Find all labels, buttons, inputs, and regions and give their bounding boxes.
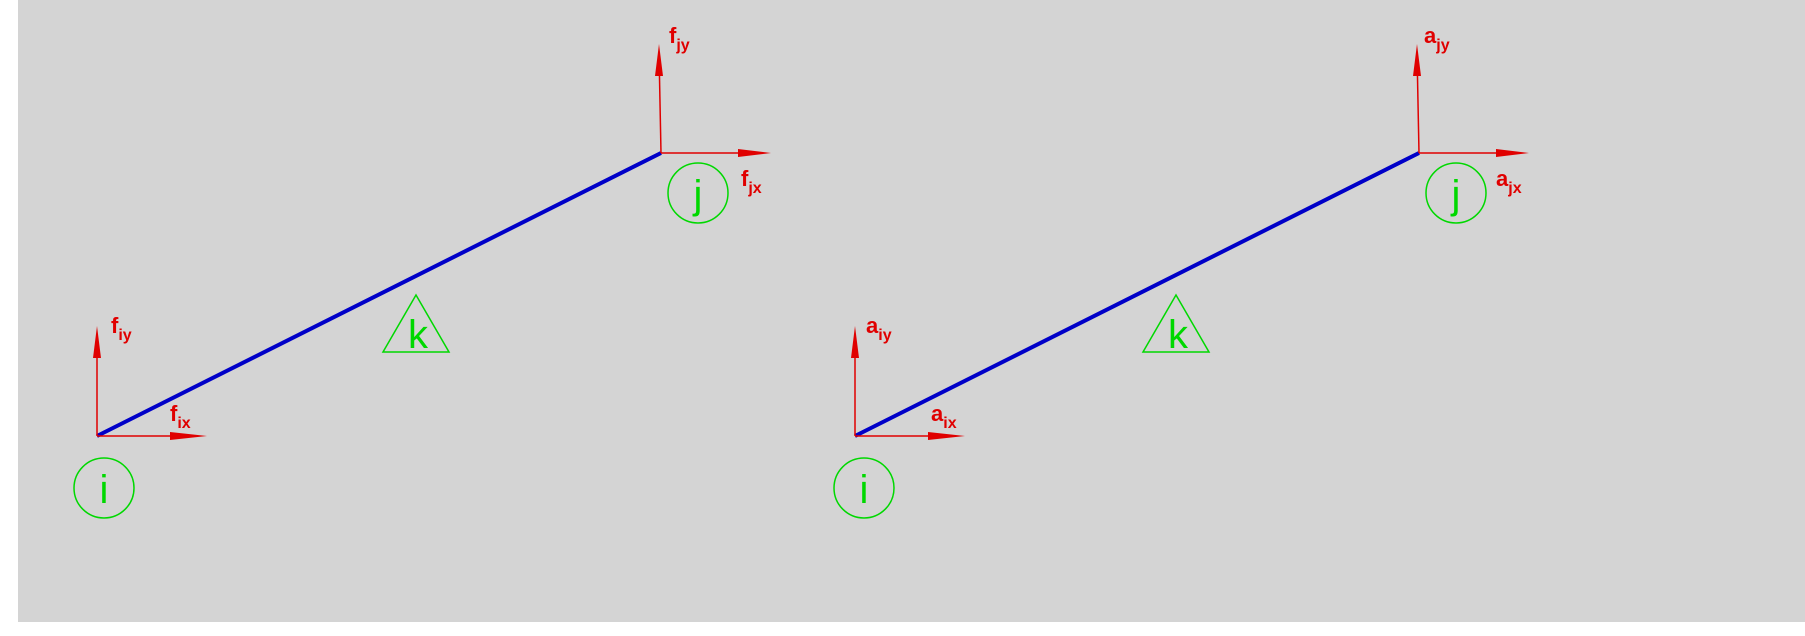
displacement-iy-label: aiy [866,313,892,344]
node-i-label: i [860,468,869,512]
displacement-jx-arrowhead [1496,149,1529,157]
node-j-circle [667,162,729,224]
displacement-ix-label: aix [931,401,957,432]
element-k-triangle [381,293,451,353]
frame-element-line [96,151,662,438]
displacement-jy-arrowhead [1413,44,1421,76]
displacement-iy-arrowhead [851,326,859,358]
force-ix-label: fix [170,401,191,432]
background-panel [18,0,1805,622]
node-i-circle [833,457,895,519]
node-j-label: j [693,173,703,217]
displacement-ix-arrowhead [928,432,965,440]
displacement-jx-label: ajx [1496,166,1522,197]
displacement-diagram: aiy aix ajy ajx i j k [833,23,1529,519]
force-jy-arrowhead [655,44,663,76]
element-k-label: k [408,313,429,357]
node-j-circle [1425,162,1487,224]
force-iy-label: fiy [111,313,132,344]
element-k-label: k [1168,313,1189,357]
displacement-jy-label: ajy [1424,23,1450,54]
frame-element-line [854,151,1420,438]
force-iy-arrowhead [93,326,101,358]
force-diagram: fiy fix fjy fjx i j k [73,23,771,519]
element-k-triangle [1141,293,1211,353]
force-jx-label: fjx [741,166,762,197]
node-i-circle [73,457,135,519]
node-j-label: j [1451,173,1461,217]
node-i-label: i [100,468,109,512]
force-jy-label: fjy [669,23,690,54]
force-jx-arrowhead [738,149,771,157]
force-ix-arrowhead [170,432,207,440]
